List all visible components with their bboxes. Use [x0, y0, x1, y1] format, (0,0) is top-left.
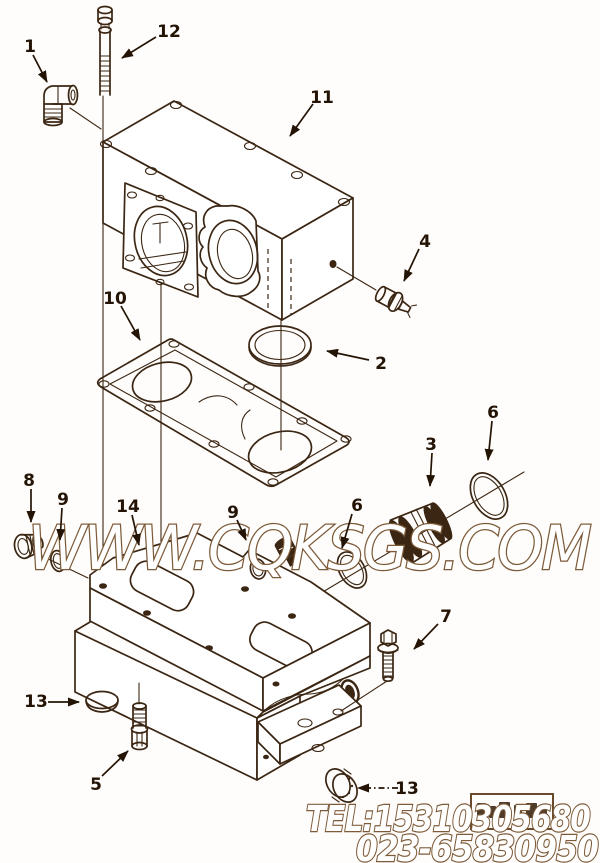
- contact-line2: 023-65830950: [356, 829, 598, 863]
- callout-11: 11: [289, 88, 334, 137]
- callout-arrow: [236, 519, 247, 541]
- side-port-flange: [198, 204, 261, 298]
- callout-8: 8: [23, 471, 36, 523]
- callout-label: 6: [351, 496, 363, 516]
- o-ring-9-left-drawing: [49, 549, 67, 573]
- callout-arrow: [426, 452, 436, 487]
- callout-arrow: [32, 54, 48, 83]
- callout-9: 9: [227, 503, 247, 541]
- callout-label: 13: [24, 692, 48, 712]
- gasket-drawing: [96, 338, 352, 488]
- callout-arrow: [403, 248, 420, 282]
- cup-plug-left-drawing: [85, 690, 119, 713]
- gasket-bolt-holes: [98, 340, 352, 486]
- callout-label: 12: [157, 22, 181, 42]
- callout-1: 1: [24, 37, 48, 83]
- stamp-box: [470, 793, 554, 830]
- callout-label: 13: [395, 779, 419, 799]
- callout-arrow: [101, 750, 129, 777]
- top-face-bolt-holes: [99, 100, 351, 207]
- callout-4: 4: [403, 232, 431, 282]
- callout-label: 8: [23, 471, 35, 491]
- elbow-fitting-drawing: [43, 84, 102, 130]
- elbow-9-drawing: [274, 536, 299, 567]
- contact-line1: TEL:15310305680: [306, 799, 590, 840]
- callout-arrow: [484, 420, 494, 461]
- callout-label: 2: [375, 354, 387, 374]
- callout-arrow: [413, 623, 439, 650]
- bolt-5-drawing: [130, 682, 149, 751]
- callout-13: 13: [24, 692, 80, 712]
- callout-6: 6: [340, 496, 363, 549]
- hidden-bore-lines: [267, 249, 292, 314]
- callout-5: 5: [90, 750, 129, 795]
- callout-arrow: [326, 348, 370, 361]
- callout-label: 11: [310, 88, 334, 108]
- callout-label: 6: [487, 403, 499, 423]
- callout-arrow: [121, 36, 157, 59]
- upper-housing-drawing: [99, 100, 377, 321]
- callout-label: 9: [227, 503, 239, 523]
- callout-label: 4: [419, 232, 431, 252]
- callout-arrow: [131, 514, 141, 546]
- o-ring-9-right-drawing: [249, 558, 267, 580]
- callout-label: 3: [425, 435, 437, 455]
- callout-label: 5: [90, 775, 102, 795]
- callout-label: 14: [116, 497, 140, 517]
- coupling-3-drawing: [388, 502, 453, 564]
- callout-layer: 1 12 11 4 2 10 8 9 14 9 6 3 6 7 5 13 13: [23, 22, 499, 799]
- callout-3: 3: [425, 435, 437, 487]
- bolt-7-drawing: [340, 629, 399, 712]
- callout-label: 7: [440, 607, 452, 627]
- callout-7: 7: [413, 607, 452, 650]
- callout-label: 1: [24, 37, 36, 57]
- callout-label: 9: [57, 490, 69, 510]
- callout-label: 10: [103, 289, 127, 309]
- callout-arrow: [56, 507, 66, 541]
- sensor-plug-drawing: [374, 285, 418, 318]
- o-ring-6-left-drawing: [336, 551, 368, 589]
- o-ring-2-drawing: [248, 325, 312, 367]
- callout-12: 12: [121, 22, 181, 59]
- callout-10: 10: [103, 289, 141, 341]
- callout-arrow: [120, 305, 141, 341]
- callout-14: 14: [116, 497, 141, 546]
- callout-2: 2: [326, 348, 387, 374]
- mounting-bracket: [257, 684, 362, 765]
- callout-6: 6: [484, 403, 499, 461]
- watermark-text: WWW.CQKSGS.COM: [28, 513, 590, 584]
- plug-8-drawing: [13, 533, 44, 560]
- callout-13: 13: [357, 779, 419, 799]
- lower-housing-drawing: [74, 532, 371, 781]
- callout-arrow: [289, 103, 314, 137]
- cup-plug-right-drawing: [325, 768, 358, 803]
- long-bolt-drawing: [97, 5, 113, 96]
- callout-arrow: [340, 513, 353, 549]
- callout-9: 9: [56, 490, 69, 541]
- o-ring-6-right-drawing: [469, 472, 509, 520]
- front-flange: [122, 182, 199, 298]
- sensor-port-dot: [329, 260, 337, 268]
